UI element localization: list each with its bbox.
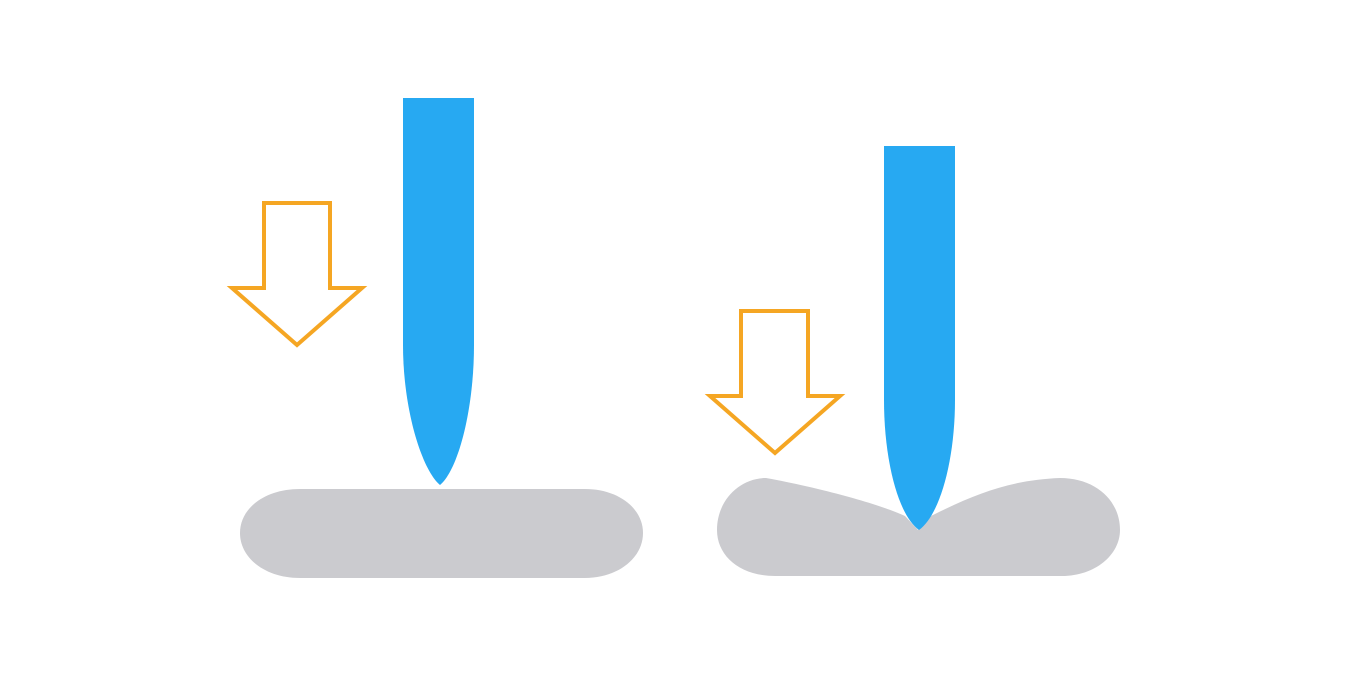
flat-surface: [240, 489, 643, 578]
probe-needle-icon: [884, 146, 955, 530]
probe-needle-icon: [403, 98, 474, 485]
deformed-surface: [717, 478, 1120, 576]
force-down-arrow-icon: [704, 309, 846, 456]
panel-before: [226, 98, 643, 578]
panel-after: [704, 146, 1120, 576]
force-down-arrow-icon: [226, 201, 368, 348]
